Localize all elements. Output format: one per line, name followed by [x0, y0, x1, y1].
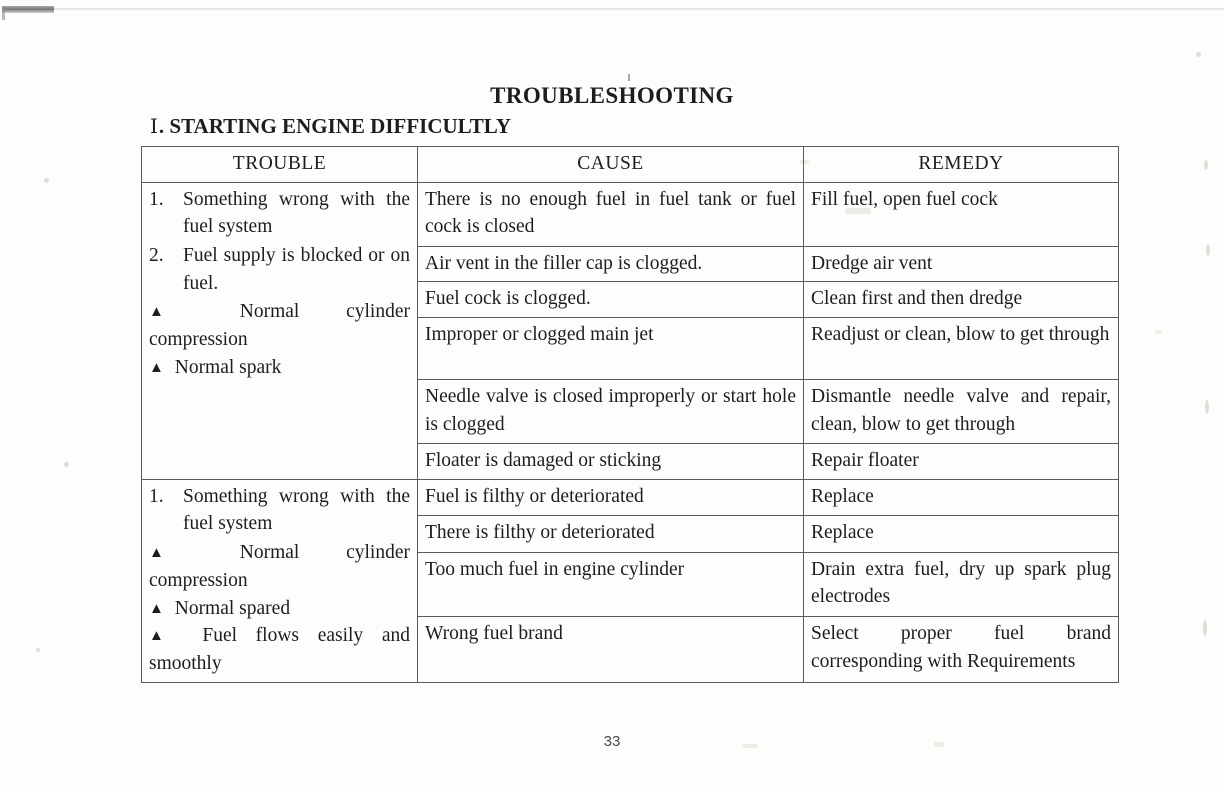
- scan-smudge: [934, 742, 944, 747]
- scan-edge-artifact: [2, 6, 54, 13]
- cause-cell: Improper or clogged main jet: [417, 317, 804, 381]
- scan-speck: [1203, 620, 1207, 636]
- remedy-cell: Clean first and then dredge: [803, 281, 1119, 319]
- trouble-bullet-text: Normal cylinder compression: [149, 542, 410, 591]
- trouble-numbered-item: 2. Fuel supply is blocked or on fuel.: [149, 242, 410, 297]
- remedy-cell: Fill fuel, open fuel cock: [803, 181, 1119, 247]
- cause-cell: Air vent in the filler cap is clogged.: [417, 245, 804, 283]
- column-header-trouble: TROUBLE: [141, 146, 418, 183]
- trouble-bullet-item: ▲ Normal spared: [149, 595, 410, 623]
- trouble-numbered-item: 1. Something wrong with the fuel system: [149, 483, 410, 538]
- column-header-cause: CAUSE: [417, 146, 804, 183]
- scan-speck: [64, 462, 69, 467]
- scan-edge-left-artifact: [2, 6, 5, 20]
- triangle-bullet-icon: ▲: [149, 600, 164, 617]
- scan-speck: [36, 648, 40, 652]
- troubleshooting-table: TROUBLE CAUSE REMEDY 1. Something wrong w…: [141, 146, 1119, 683]
- scan-speck: [1205, 400, 1209, 414]
- triangle-bullet-icon: ▲: [149, 359, 164, 376]
- scan-smudge: [1155, 330, 1162, 334]
- section-title: STARTING ENGINE DIFFICULTLY: [169, 114, 511, 138]
- page-title: TROUBLESHOOTING: [490, 83, 734, 108]
- remedy-cell: Repair floater: [803, 443, 1119, 480]
- scan-speck: [1204, 160, 1208, 170]
- page-number: 33: [603, 733, 621, 750]
- cause-cell: There is filthy or deteriorated: [417, 515, 804, 553]
- trouble-item-number: 2.: [149, 245, 164, 267]
- remedy-cell: Dismantle needle valve and repair, clean…: [803, 379, 1119, 445]
- cause-cell: Fuel is filthy or deteriorated: [417, 478, 804, 517]
- cause-cell: Wrong fuel brand: [417, 616, 804, 683]
- remedy-cell: Select proper fuel brand corresponding w…: [803, 616, 1119, 683]
- scan-speck: [1196, 52, 1201, 57]
- table-row: 1.Something wrong with the fuel system▲N…: [141, 478, 1119, 683]
- scan-edge-line-artifact: [54, 8, 1224, 10]
- trouble-bullet-item: ▲ Fuel flows easily and smoothly: [149, 622, 410, 677]
- scan-speck: [44, 178, 49, 183]
- trouble-bullet-item: ▲Normal cylinder compression: [149, 539, 410, 594]
- trouble-bullet-text: Fuel flows easily and smoothly: [149, 625, 411, 674]
- section-separator: .: [158, 114, 165, 138]
- column-header-remedy: REMEDY: [803, 146, 1119, 183]
- triangle-bullet-icon: ▲: [149, 304, 206, 321]
- trouble-bullet-text: Normal spared: [174, 597, 291, 619]
- troubleshooting-table-wrapper: TROUBLE CAUSE REMEDY 1. Something wrong w…: [141, 146, 1119, 683]
- cause-cell: There is no enough fuel in fuel tank or …: [417, 181, 804, 247]
- trouble-bullet-text: Normal cylinder compression: [149, 301, 410, 351]
- trouble-item-text: Something wrong with the fuel system: [183, 188, 410, 238]
- trouble-bullet-text: Normal spark: [174, 356, 282, 378]
- table-header: TROUBLE CAUSE REMEDY: [141, 146, 1119, 183]
- trouble-bullet-item: ▲ Normal spark: [149, 354, 410, 382]
- trouble-item-text: Something wrong with the fuel system: [183, 485, 410, 535]
- trouble-cell: 1.Something wrong with the fuel system▲N…: [141, 478, 418, 683]
- scan-speck: [628, 74, 630, 81]
- trouble-item-text: Fuel supply is blocked or on fuel.: [183, 245, 410, 294]
- table-row: Air vent in the filler cap is clogged.Dr…: [142, 245, 1119, 283]
- table-header-row: TROUBLE CAUSE REMEDY: [141, 146, 1119, 183]
- cause-cell: Fuel cock is clogged.: [417, 281, 804, 319]
- trouble-item-number: 1.: [149, 485, 164, 507]
- trouble-bullet-item: ▲Normal cylinder compression: [149, 298, 410, 353]
- scan-speck: [1206, 244, 1210, 256]
- trouble-item-number: 1.: [149, 188, 164, 210]
- table-row: Needle valve is closed improperly or sta…: [142, 379, 1119, 445]
- cause-cell: Floater is damaged or sticking: [417, 443, 804, 480]
- remedy-cell: Replace: [803, 515, 1119, 553]
- cause-cell: Too much fuel in engine cylinder: [417, 551, 804, 618]
- triangle-bullet-icon: ▲: [149, 628, 178, 645]
- cause-cell: Needle valve is closed improperly or sta…: [417, 379, 804, 445]
- remedy-cell: Replace: [803, 478, 1119, 517]
- remedy-cell: Dredge air vent: [803, 245, 1119, 283]
- triangle-bullet-icon: ▲: [149, 545, 206, 562]
- section-numeral: Ⅰ: [150, 114, 158, 138]
- trouble-numbered-item: 1. Something wrong with the fuel system: [149, 186, 410, 241]
- section-heading: Ⅰ. STARTING ENGINE DIFFICULTLY: [150, 114, 511, 139]
- scan-smudge: [742, 744, 758, 748]
- remedy-cell: Drain extra fuel, dry up spark plug elec…: [803, 551, 1119, 618]
- remedy-cell: Readjust or clean, blow to get through: [803, 317, 1119, 381]
